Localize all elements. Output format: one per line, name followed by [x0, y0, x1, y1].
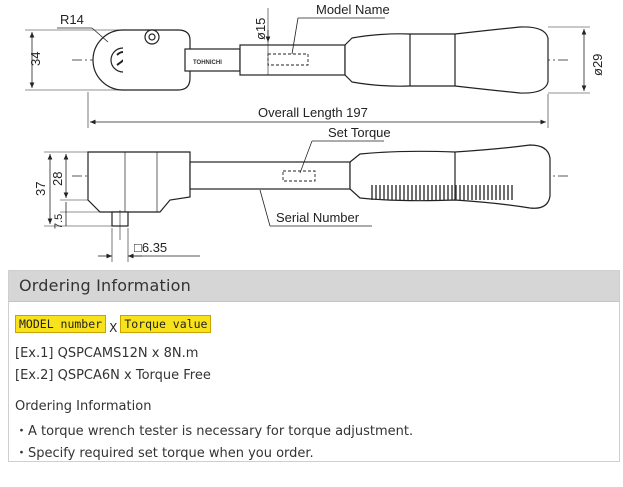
- torque-value-tag: Torque value: [120, 315, 212, 333]
- model-name-label: Model Name: [316, 2, 390, 17]
- ordering-subheading: Ordering Information: [15, 399, 152, 414]
- brand-mark: TOHNICHI: [193, 60, 222, 66]
- wrench-technical-drawing: R14 34 ø15 Model Name ø29 Overall Length…: [25, 2, 605, 262]
- note-specify-torque: ・Specify required set torque when you or…: [15, 446, 314, 461]
- example-1: [Ex.1] QSPCAMS12N x 8N.m: [15, 346, 199, 361]
- height-28-label: 28: [50, 172, 65, 186]
- top-view: [25, 8, 590, 128]
- ordering-information-header: Ordering Information: [9, 271, 619, 302]
- overall-length-label: Overall Length 197: [258, 105, 368, 120]
- serial-number-label: Serial Number: [276, 210, 360, 225]
- example-2: [Ex.2] QSPCA6N x Torque Free: [15, 368, 211, 383]
- shaft-diameter-label: ø15: [253, 18, 268, 40]
- set-torque-label: Set Torque: [328, 125, 391, 140]
- model-number-tag: MODEL number: [15, 315, 107, 333]
- height-7-5-label: 7.5: [53, 214, 65, 229]
- grip-diameter-label: ø29: [590, 54, 605, 76]
- r14-label: R14: [60, 12, 84, 27]
- times-symbol: X: [109, 321, 118, 335]
- height-34-label: 34: [28, 52, 43, 66]
- note-tester-required: ・A torque wrench tester is necessary for…: [15, 424, 414, 439]
- grip-ridges: [371, 185, 513, 200]
- height-37-label: 37: [33, 182, 48, 196]
- square-drive-label: □6.35: [134, 240, 167, 255]
